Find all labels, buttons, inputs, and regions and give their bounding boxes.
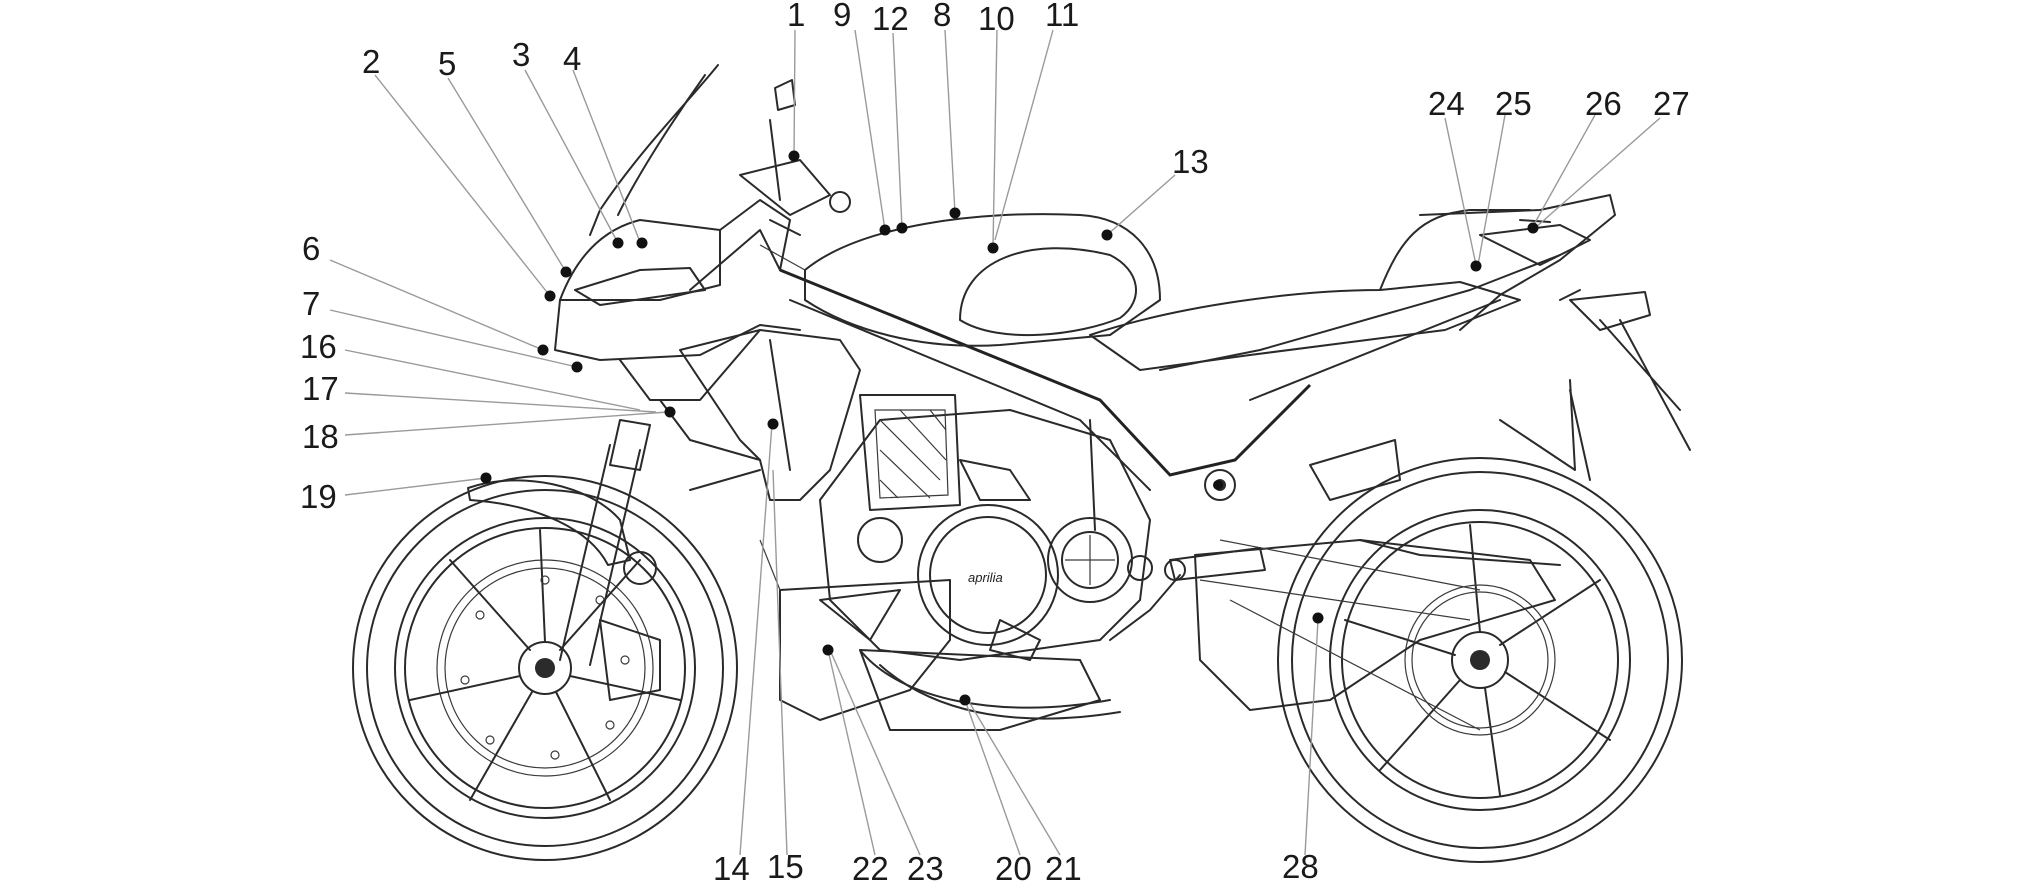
callout-label-8: 8 — [933, 0, 951, 33]
callout-label-4: 4 — [563, 40, 581, 77]
callout-labels: 1 2 3 4 5 6 7 8 9 10 11 12 13 14 15 16 1… — [300, 0, 1690, 883]
callout-label-16: 16 — [300, 328, 337, 365]
front-fairing — [554, 64, 851, 401]
callout-label-23: 23 — [907, 850, 944, 883]
callout-label-20: 20 — [995, 850, 1032, 883]
callout-label-12: 12 — [872, 0, 909, 37]
callout-label-28: 28 — [1282, 848, 1319, 883]
callout-label-13: 13 — [1172, 143, 1209, 180]
callout-label-2: 2 — [362, 43, 380, 80]
motorcycle-drawing: aprilia — [352, 64, 1691, 863]
leader-lines — [329, 29, 1661, 856]
callout-label-27: 27 — [1653, 85, 1690, 122]
callout-label-18: 18 — [302, 418, 339, 455]
callout-label-22: 22 — [852, 850, 889, 883]
brand-logo: aprilia — [968, 570, 1003, 585]
callout-label-7: 7 — [302, 285, 320, 322]
callout-dots — [480, 150, 1539, 706]
front-wheel — [352, 475, 738, 861]
callout-label-11: 11 — [1045, 0, 1079, 33]
callout-label-1: 1 — [787, 0, 805, 33]
callout-label-10: 10 — [978, 0, 1015, 37]
callout-label-19: 19 — [300, 478, 337, 515]
callout-label-24: 24 — [1428, 85, 1465, 122]
rear-wheel — [1277, 457, 1683, 863]
callout-label-15: 15 — [767, 848, 804, 883]
callout-label-6: 6 — [302, 230, 320, 267]
callout-label-3: 3 — [512, 36, 530, 73]
tail — [1159, 194, 1691, 451]
callout-label-26: 26 — [1585, 85, 1622, 122]
callout-label-25: 25 — [1495, 85, 1532, 122]
callout-label-5: 5 — [438, 45, 456, 82]
callout-label-14: 14 — [713, 850, 750, 883]
callout-label-9: 9 — [833, 0, 851, 33]
callout-label-21: 21 — [1045, 850, 1082, 883]
engine: aprilia — [819, 409, 1153, 720]
callout-label-17: 17 — [302, 370, 339, 407]
fuel-tank — [759, 213, 1161, 347]
